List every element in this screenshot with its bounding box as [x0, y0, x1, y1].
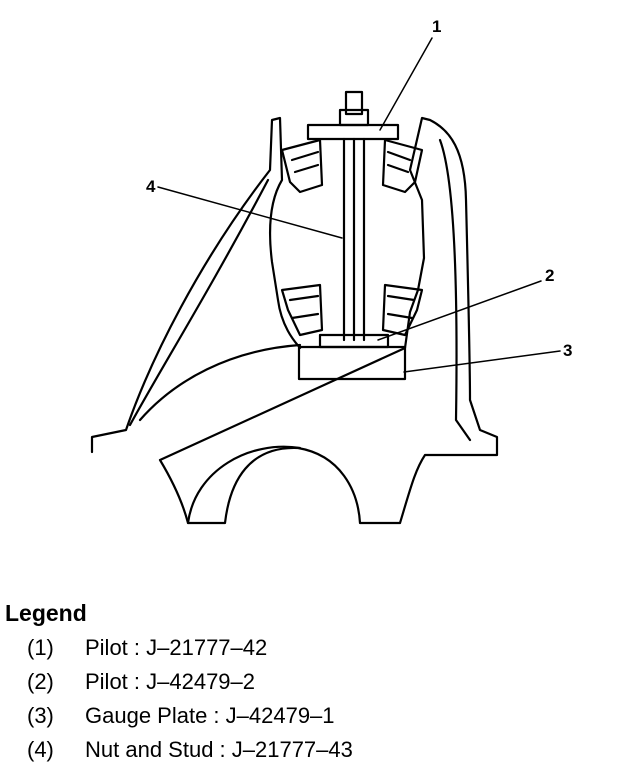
legend: Legend (1) Pilot : J–21777–42 (2) Pilot … [5, 598, 625, 767]
legend-item-number: (3) [27, 703, 54, 728]
differential-carrier-diagram: 1 2 3 4 [90, 17, 572, 525]
stud [342, 137, 366, 342]
legend-item-number: (1) [27, 635, 54, 660]
right-rib [438, 138, 472, 442]
left-rib [128, 178, 270, 427]
legend-title: Legend [5, 600, 87, 626]
legend-item-text: Pilot : J–42479–2 [85, 669, 256, 694]
callout-3: 3 [563, 341, 572, 360]
callout-2: 2 [545, 266, 554, 285]
housing-arch [186, 445, 302, 525]
callout-4: 4 [146, 177, 156, 196]
nut [344, 90, 364, 116]
callout-1: 1 [432, 17, 441, 36]
pilot-top [306, 123, 400, 141]
legend-item-text: Nut and Stud : J–21777–43 [85, 737, 353, 762]
upper-bearing-right [381, 138, 424, 194]
legend-item-number: (4) [27, 737, 54, 762]
upper-bearing-left [280, 138, 324, 194]
leader-3 [403, 350, 561, 373]
legend-item: (2) Pilot : J–42479–2 [5, 665, 625, 699]
legend-item-number: (2) [27, 669, 54, 694]
lower-bearing-left [280, 283, 324, 337]
leader-4 [157, 186, 343, 239]
legend-item-text: Gauge Plate : J–42479–1 [85, 703, 335, 728]
left-rib-inner [138, 343, 302, 422]
leader-2 [377, 280, 542, 341]
legend-item: (1) Pilot : J–21777–42 [5, 631, 625, 665]
legend-item: (4) Nut and Stud : J–21777–43 [5, 733, 625, 767]
leader-1 [379, 37, 433, 131]
gauge-plate [297, 345, 407, 381]
lower-bearing-right [381, 283, 424, 337]
legend-item: (3) Gauge Plate : J–42479–1 [5, 699, 625, 733]
carrier-housing [90, 116, 499, 525]
legend-item-text: Pilot : J–21777–42 [85, 635, 268, 660]
